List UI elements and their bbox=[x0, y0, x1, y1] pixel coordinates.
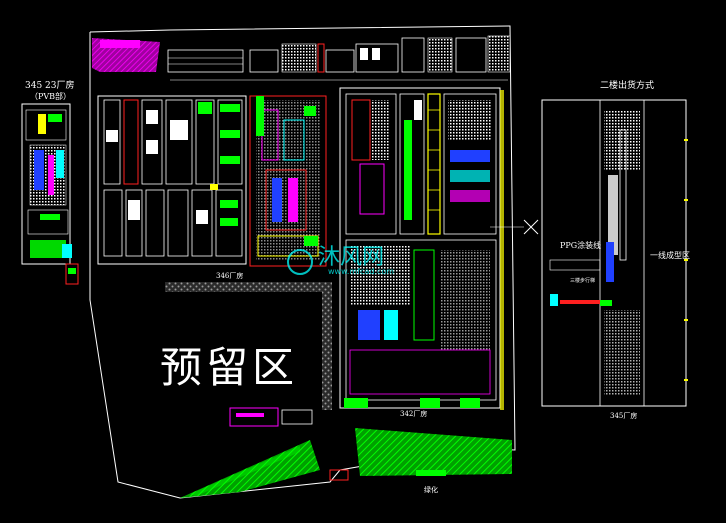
main-site: 346厂房 bbox=[89, 25, 539, 499]
left-building-label: 345 23厂房 bbox=[25, 79, 75, 91]
green-area-label: 绿化 bbox=[424, 485, 438, 494]
left-building-sublabel: （PVB部） bbox=[30, 91, 71, 101]
right-panel: 二楼出货方式 PPG涂装线 一线成型区 三楼步行梯 345厂房 bbox=[541, 79, 690, 420]
left-building: 345 23厂房 （PVB部） bbox=[21, 79, 79, 285]
right-small-label: 三楼步行梯 bbox=[570, 277, 595, 284]
right-panel-title: 二楼出货方式 bbox=[600, 79, 654, 91]
watermark: 沐风网 www.mfcad.com bbox=[287, 245, 394, 276]
hall-label-left: 346厂房 bbox=[216, 271, 243, 280]
reserved-zone-label: 预留区 bbox=[160, 343, 298, 392]
right-bottom-label: 345厂房 bbox=[610, 411, 637, 420]
right-label-line: 一线成型区 bbox=[650, 250, 690, 260]
watermark-url: www.mfcad.com bbox=[328, 267, 394, 276]
right-label-elevator: PPG涂装线 bbox=[560, 240, 601, 250]
hall-label-right: 342厂房 bbox=[400, 409, 427, 418]
watermark-text: 沐风网 bbox=[318, 245, 384, 270]
